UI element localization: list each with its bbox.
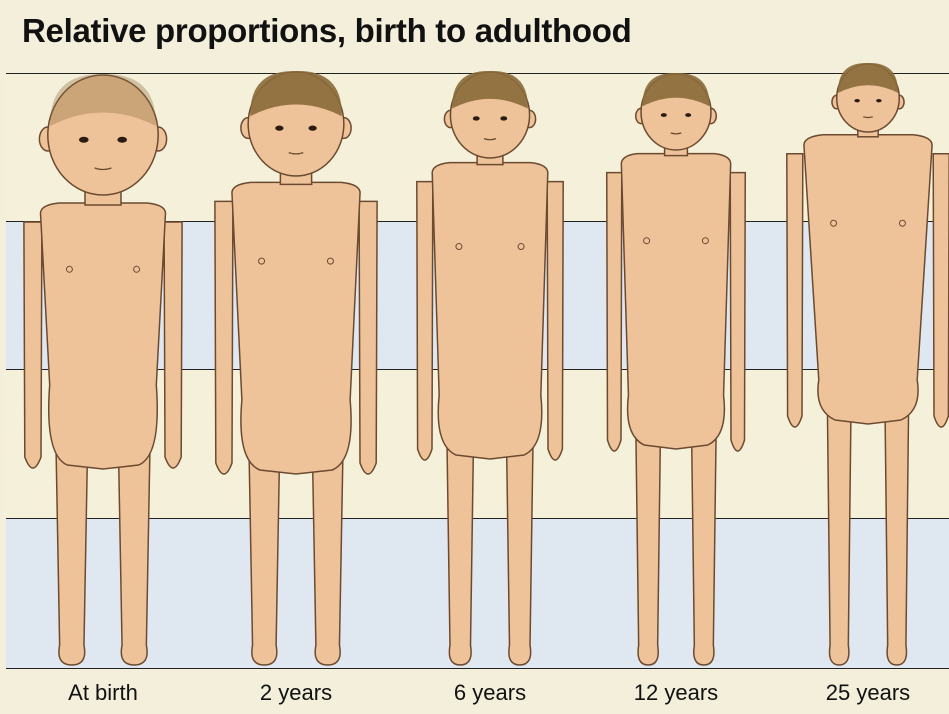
arm xyxy=(547,182,563,460)
child-figure-icon xyxy=(417,71,563,665)
leg xyxy=(691,415,716,665)
eye xyxy=(473,116,480,120)
age-label-6-years: 6 years xyxy=(410,680,570,706)
arm xyxy=(359,201,377,474)
eye xyxy=(685,113,691,117)
arm xyxy=(787,154,803,427)
leg xyxy=(636,415,661,665)
eye xyxy=(854,99,859,102)
preteen-figure-icon xyxy=(607,73,746,665)
arm xyxy=(730,173,745,451)
leg xyxy=(56,435,88,665)
arm xyxy=(24,222,42,468)
eye xyxy=(275,126,283,131)
arm xyxy=(933,154,949,427)
age-label-12-years: 12 years xyxy=(596,680,756,706)
torso xyxy=(40,203,165,469)
eye xyxy=(500,116,507,120)
leg xyxy=(506,425,533,665)
arm xyxy=(164,222,182,468)
leg xyxy=(885,390,909,665)
leg xyxy=(118,435,150,665)
torso xyxy=(432,163,548,459)
torso xyxy=(232,182,360,474)
leg xyxy=(447,425,474,665)
arm xyxy=(607,173,622,451)
age-label-birth: At birth xyxy=(23,680,183,706)
leg xyxy=(312,440,343,665)
arm xyxy=(215,201,233,474)
adult-figure-icon xyxy=(787,63,949,665)
age-label-25-years: 25 years xyxy=(788,680,948,706)
leg xyxy=(827,390,851,665)
eye xyxy=(308,126,316,131)
torso xyxy=(621,154,730,449)
eye xyxy=(876,99,881,102)
arm xyxy=(417,182,433,460)
eye xyxy=(117,137,127,143)
toddler-figure-icon xyxy=(215,71,377,665)
torso xyxy=(804,135,932,424)
age-label-2-years: 2 years xyxy=(216,680,376,706)
infant-figure-icon xyxy=(24,74,182,665)
eye xyxy=(661,113,667,117)
leg xyxy=(249,440,280,665)
eye xyxy=(79,137,89,143)
